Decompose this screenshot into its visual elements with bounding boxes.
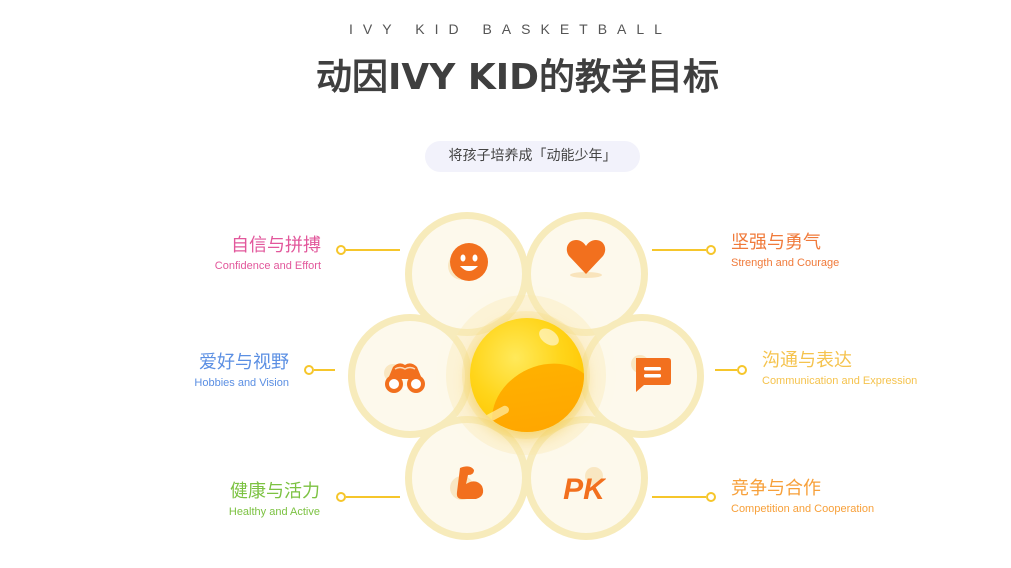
connector-line-bottom-right (652, 496, 706, 498)
pk-versus-icon: PK (562, 466, 606, 510)
goal-title: 坚强与勇气 (731, 232, 821, 253)
connector-line-middle-left (314, 369, 335, 371)
connector-dot-middle-left (304, 365, 314, 375)
connector-line-middle-right (715, 369, 737, 371)
subtitle-pill: 将孩子培养成「动能少年」 (425, 141, 640, 172)
goal-subtitle: Confidence and Effort (214, 260, 321, 272)
page-title: 动因IVY KID的教学目标 (315, 57, 720, 98)
connector-dot-bottom-right (706, 492, 716, 502)
binoculars-icon (383, 355, 427, 399)
goal-healthy: 健康与活力 Healthy and Active (229, 481, 320, 519)
connector-dot-bottom-left (336, 492, 346, 502)
goal-subtitle: Hobbies and Vision (194, 377, 289, 389)
basketball-ball-icon (470, 318, 584, 432)
chat-bubble-icon (630, 352, 674, 396)
goal-title: 沟通与表达 (762, 350, 852, 371)
connector-line-top-right (652, 249, 706, 251)
goal-subtitle: Competition and Cooperation (731, 503, 875, 515)
brand-eyebrow: IVY KID BASKETBALL (349, 21, 672, 37)
goal-title: 爱好与视野 (199, 352, 289, 373)
goal-subtitle: Healthy and Active (228, 506, 320, 518)
connector-dot-middle-right (737, 365, 747, 375)
petal-middle-left (348, 314, 472, 438)
connector-dot-top-right (706, 245, 716, 255)
heart-icon (564, 236, 608, 280)
connector-dot-top-left (336, 245, 346, 255)
goal-subtitle: Communication and Expression (762, 375, 918, 387)
goal-subtitle: Strength and Courage (731, 257, 840, 269)
goal-competition: 竞争与合作 Competition and Cooperation (731, 478, 874, 516)
connector-line-bottom-left (346, 496, 400, 498)
smiley-face-icon (446, 240, 490, 284)
goal-hobbies: 爱好与视野 Hobbies and Vision (194, 352, 289, 390)
goal-title: 竞争与合作 (731, 478, 821, 499)
muscle-arm-icon (448, 462, 492, 506)
goal-title: 健康与活力 (230, 481, 320, 502)
svg-text:PK: PK (563, 473, 606, 506)
connector-line-top-left (346, 249, 400, 251)
goal-confidence: 自信与拼搏 Confidence and Effort (215, 235, 321, 273)
goal-strength: 坚强与勇气 Strength and Courage (731, 232, 839, 270)
goal-communication: 沟通与表达 Communication and Expression (762, 350, 917, 388)
goal-title: 自信与拼搏 (231, 235, 321, 256)
